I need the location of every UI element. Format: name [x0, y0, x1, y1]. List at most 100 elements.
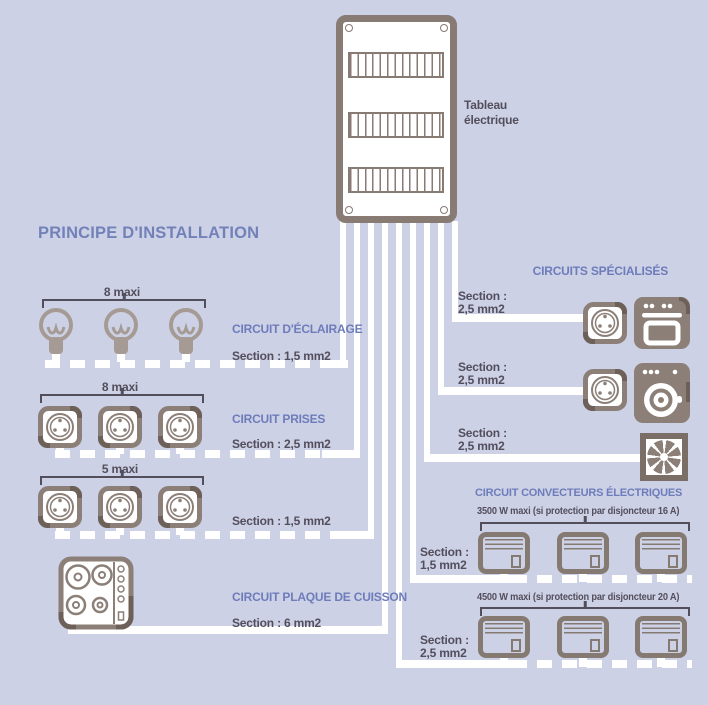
wire-outlet-stub — [116, 444, 124, 454]
wire-specialized2-vertical — [438, 221, 444, 395]
wire-convectors1-vertical — [410, 221, 416, 583]
wire-convector-stub — [579, 654, 587, 667]
panel-screw — [345, 24, 353, 32]
section-line1: Section : — [420, 545, 469, 559]
wire-outlet-stub — [176, 444, 184, 454]
convector-vents — [642, 539, 680, 552]
wire-convector-stub — [579, 570, 587, 582]
convector-knob — [511, 555, 521, 568]
panel-screw — [440, 206, 448, 214]
outlets8-max-label: 8 maxi — [101, 380, 139, 394]
wire-convectors2-vertical — [396, 221, 402, 668]
socket-icon — [38, 406, 82, 448]
section-line2: 2,5 mm2 — [458, 439, 505, 453]
wire-outlets5-vertical — [368, 221, 374, 539]
convectors1-section-label: Section : 1,5 mm2 — [420, 546, 469, 572]
cooktop-section-label: Section : 6 mm2 — [232, 616, 322, 630]
socket-icon — [158, 486, 202, 528]
wire-outlets5-solid — [336, 531, 374, 539]
wire-specialized1-horizontal — [452, 314, 592, 322]
panel-screw — [440, 24, 448, 32]
section-line2: 2,5 mm2 — [458, 302, 505, 316]
specialized2-section-label: Section : 2,5 mm2 — [458, 361, 507, 387]
panel-screw — [345, 206, 353, 214]
socket-icon — [583, 369, 627, 411]
convectors2-bracket — [480, 601, 690, 616]
wire-specialized2-horizontal — [438, 387, 592, 395]
panel-breaker-strip — [348, 52, 444, 78]
convector-knob — [668, 639, 678, 652]
panel-breaker-strip — [348, 167, 444, 193]
convector-icon — [557, 616, 609, 658]
convector-vents — [485, 623, 523, 636]
oven-icon — [634, 297, 690, 349]
convector-icon — [635, 532, 687, 574]
specialized-title: CIRCUITS SPÉCIALISÉS — [532, 264, 669, 278]
socket-icon — [98, 406, 142, 448]
wire-convectors2-horizontal — [396, 660, 512, 668]
lighting-section-label: Section : 1,5 mm2 — [232, 349, 331, 363]
bracket-tick — [583, 601, 587, 607]
socket-icon — [98, 486, 142, 528]
convectors-title: CIRCUIT CONVECTEURS ÉLECTRIQUES — [475, 487, 683, 499]
convectors2-section-label: Section : 2,5 mm2 — [420, 634, 469, 660]
lighting-bracket — [42, 293, 206, 308]
bulb-icon — [169, 308, 203, 354]
convectors1-max-label: 3500 W maxi (si protection par disjoncte… — [477, 505, 680, 517]
outlets5-section-label: Section : 1,5 mm2 — [232, 514, 331, 528]
wire-outlets5-dashed — [55, 531, 344, 539]
wire-outlets8-dashed — [55, 450, 330, 458]
wire-lighting-dashed — [45, 360, 330, 368]
lighting-max-label: 8 maxi — [103, 285, 141, 299]
wire-outlets8-vertical — [354, 221, 360, 458]
bracket-tick — [120, 388, 124, 394]
convector-knob — [668, 555, 678, 568]
wire-convectors1-dashed — [512, 575, 692, 583]
fan-hub — [660, 453, 668, 461]
washing-machine-icon — [634, 363, 690, 423]
section-line2: 2,5 mm2 — [458, 373, 505, 387]
electrical-panel — [336, 15, 457, 223]
wire-convectors1-horizontal — [410, 575, 512, 583]
lighting-circuit-label: CIRCUIT D'ÉCLAIRAGE — [232, 322, 363, 336]
wire-outlets8-solid — [322, 450, 360, 458]
wire-convector-stub — [500, 654, 508, 667]
outlets8-bracket — [40, 388, 204, 403]
socket-icon — [158, 406, 202, 448]
wire-lighting-solid — [322, 360, 348, 368]
convector-knob — [590, 639, 600, 652]
convectors2-max-label: 4500 W maxi (si protection par disjoncte… — [477, 591, 680, 603]
section-line1: Section : — [458, 360, 507, 374]
wire-cooktop-horizontal — [68, 626, 388, 634]
outlets8-section-label: Section : 2,5 mm2 — [232, 437, 331, 451]
bracket-tick — [120, 470, 124, 476]
wire-convector-stub — [500, 570, 508, 582]
outlets-circuit-label: CIRCUIT PRISES — [232, 412, 326, 426]
specialized1-section-label: Section : 2,5 mm2 — [458, 290, 507, 316]
wire-bulb-stub — [182, 350, 190, 362]
wire-cooktop-vertical — [382, 221, 388, 634]
bracket-tick — [122, 293, 126, 299]
convector-knob — [590, 555, 600, 568]
convector-vents — [642, 623, 680, 636]
bulb-icon — [39, 308, 73, 354]
wire-outlet-stub — [116, 524, 124, 535]
convectors1-bracket — [480, 516, 690, 531]
vmc-fan-icon — [640, 433, 688, 481]
bracket-tick — [583, 516, 587, 522]
wire-outlet-stub — [56, 524, 64, 535]
wire-outlet-stub — [56, 444, 64, 454]
wire-outlet-stub — [176, 524, 184, 535]
socket-icon — [583, 302, 627, 344]
cooktop-icon — [58, 556, 134, 630]
section-line1: Section : — [458, 289, 507, 303]
wire-convectors2-dashed — [512, 660, 692, 668]
specialized3-section-label: Section : 2,5 mm2 — [458, 427, 507, 453]
wire-bulb-stub — [52, 350, 60, 362]
page-title: PRINCIPE D'INSTALLATION — [38, 223, 260, 242]
panel-breaker-strip — [348, 112, 444, 138]
convector-icon — [478, 532, 530, 574]
convector-icon — [557, 532, 609, 574]
convector-knob — [511, 639, 521, 652]
